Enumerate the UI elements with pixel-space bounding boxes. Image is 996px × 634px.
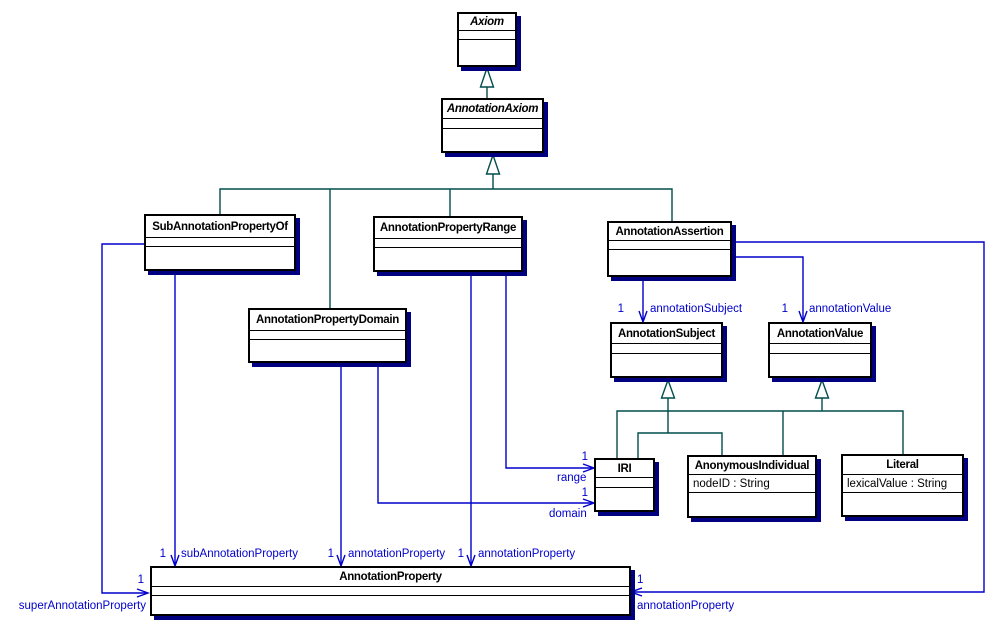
generalization-triangle-icon: [485, 152, 501, 175]
class-operations: [596, 488, 653, 510]
role-domain: domain: [549, 508, 587, 520]
role-range: range: [557, 472, 587, 484]
class-operations: [375, 248, 521, 270]
generalization-triangle-icon: [814, 377, 830, 399]
class-title: AnnotationProperty: [152, 568, 629, 587]
role-annotationproperty-domain: annotationProperty: [348, 548, 446, 560]
class-operations: [689, 493, 815, 516]
class-title: AnnotationAssertion: [609, 223, 730, 241]
class-title: AnnotationAxiom: [443, 100, 542, 119]
multiplicity-superannotationproperty: 1: [137, 574, 144, 586]
class-annotationpropertydomain[interactable]: AnnotationPropertyDomain: [248, 308, 407, 363]
class-operations: [152, 596, 629, 614]
multiplicity-annotationproperty-domain: 1: [327, 548, 334, 560]
role-annotationproperty-range: annotationProperty: [478, 548, 576, 560]
class-attributes: [146, 238, 294, 247]
class-title: Axiom: [459, 14, 515, 31]
class-title: AnnotationPropertyDomain: [250, 310, 405, 331]
class-attributes: [612, 344, 721, 354]
class-operations: [612, 354, 721, 376]
class-attributes: [596, 478, 653, 488]
class-annotationaxiom[interactable]: AnnotationAxiom: [441, 98, 544, 153]
arrowhead-right-icon: [136, 588, 151, 598]
class-operations: [250, 340, 405, 361]
multiplicity-range: 1: [581, 451, 588, 463]
generalization-triangle-icon: [660, 377, 676, 399]
class-attributes: [250, 331, 405, 340]
class-attribute-lexicalvalue: lexicalValue : String: [843, 475, 962, 493]
class-subannotationpropertyof[interactable]: SubAnnotationPropertyOf: [144, 214, 296, 271]
class-literal[interactable]: Literal lexicalValue : String: [841, 454, 964, 517]
class-title: Literal: [843, 456, 962, 475]
class-attributes: [770, 344, 870, 354]
edge-superannotationproperty: [101, 243, 146, 594]
edge-annotationvalue: [732, 256, 804, 320]
multiplicity-annotationvalue: 1: [781, 303, 788, 315]
generalization-triangle-icon: [479, 65, 495, 88]
class-title: AnonymousIndividual: [689, 457, 815, 475]
class-annotationsubject[interactable]: AnnotationSubject: [610, 322, 723, 378]
class-attributes: [459, 31, 515, 40]
role-superannotationproperty: superAnnotationProperty: [18, 600, 146, 612]
edge-domain: [377, 363, 592, 504]
class-annotationvalue[interactable]: AnnotationValue: [768, 322, 872, 378]
class-operations: [146, 247, 294, 269]
class-iri[interactable]: IRI: [594, 458, 655, 512]
class-title: AnnotationValue: [770, 324, 870, 344]
class-operations: [843, 493, 962, 515]
class-title: AnnotationSubject: [612, 324, 721, 344]
class-annotationproperty[interactable]: AnnotationProperty: [150, 566, 631, 616]
class-operations: [770, 354, 870, 376]
class-operations: [443, 129, 542, 151]
class-title: SubAnnotationPropertyOf: [146, 216, 294, 238]
edge-annotationsubject-children: [637, 398, 723, 458]
class-attributes: [375, 239, 521, 248]
multiplicity-annotationsubject: 1: [617, 303, 624, 315]
role-annotationproperty-assertion: annotationProperty: [637, 600, 735, 612]
class-axiom[interactable]: Axiom: [457, 12, 517, 67]
edge-assertion-annotationproperty: [633, 241, 985, 593]
class-anonymousindividual[interactable]: AnonymousIndividual nodeID : String: [687, 455, 817, 518]
association-edges: [101, 241, 985, 598]
class-title: AnnotationPropertyRange: [375, 218, 521, 239]
class-operations: [459, 40, 515, 65]
edge-annotationaxiom-children: [219, 188, 673, 308]
multiplicity-subannotationproperty: 1: [159, 548, 166, 560]
arrowhead-left-icon: [628, 587, 643, 597]
multiplicity-annotationproperty-range: 1: [457, 548, 464, 560]
role-subannotationproperty: subAnnotationProperty: [181, 548, 298, 560]
class-attribute-nodeid: nodeID : String: [689, 475, 815, 493]
role-annotationvalue: annotationValue: [809, 303, 892, 315]
multiplicity-domain: 1: [581, 487, 588, 499]
edge-annotationvalue-children: [616, 398, 904, 458]
class-attributes: [443, 119, 542, 129]
multiplicity-annotationproperty-assertion: 1: [637, 574, 644, 586]
class-operations: [609, 250, 730, 275]
role-annotationsubject: annotationSubject: [650, 303, 743, 315]
class-attributes: [609, 241, 730, 250]
class-title: IRI: [596, 460, 653, 478]
generalization-edges: [219, 65, 904, 458]
class-annotationpropertyrange[interactable]: AnnotationPropertyRange: [373, 216, 523, 272]
edge-range: [505, 272, 592, 469]
class-annotationassertion[interactable]: AnnotationAssertion: [607, 221, 732, 277]
class-attributes: [152, 587, 629, 596]
